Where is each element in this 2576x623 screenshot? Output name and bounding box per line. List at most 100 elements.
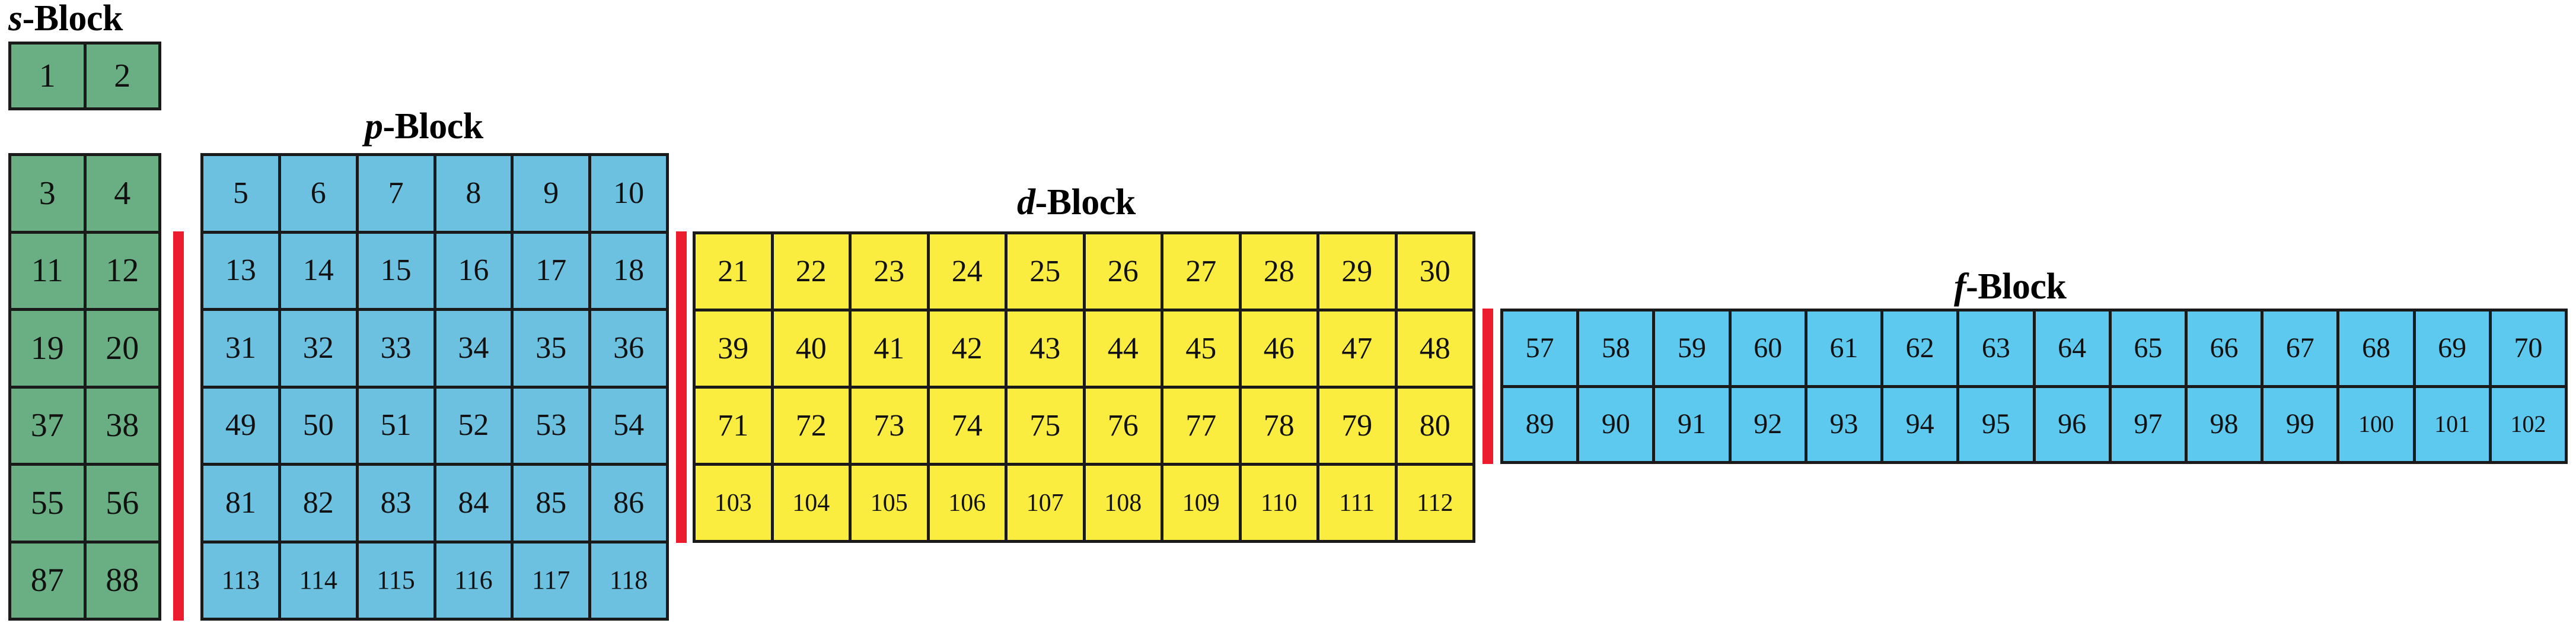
element-cell-101[interactable]: 101: [2415, 387, 2489, 461]
element-cell-56[interactable]: 56: [86, 466, 158, 541]
element-cell-115[interactable]: 115: [358, 543, 433, 618]
element-cell-112[interactable]: 112: [1397, 466, 1472, 540]
element-cell-95[interactable]: 95: [1959, 387, 2033, 461]
element-cell-31[interactable]: 31: [203, 311, 278, 386]
element-cell-43[interactable]: 43: [1008, 312, 1083, 386]
element-cell-10[interactable]: 10: [591, 156, 666, 231]
element-cell-66[interactable]: 66: [2187, 312, 2261, 385]
element-cell-75[interactable]: 75: [1008, 389, 1083, 463]
element-cell-45[interactable]: 45: [1163, 312, 1239, 386]
element-cell-111[interactable]: 111: [1319, 466, 1395, 540]
element-cell-96[interactable]: 96: [2035, 387, 2109, 461]
element-cell-105[interactable]: 105: [852, 466, 927, 540]
element-cell-108[interactable]: 108: [1085, 466, 1161, 540]
element-cell-86[interactable]: 86: [591, 466, 666, 541]
element-cell-14[interactable]: 14: [280, 233, 356, 308]
element-cell-16[interactable]: 16: [436, 233, 511, 308]
element-cell-114[interactable]: 114: [280, 543, 356, 618]
element-cell-102[interactable]: 102: [2491, 387, 2565, 461]
element-cell-76[interactable]: 76: [1085, 389, 1161, 463]
element-cell-78[interactable]: 78: [1241, 389, 1316, 463]
element-cell-28[interactable]: 28: [1241, 234, 1316, 309]
element-cell-21[interactable]: 21: [696, 234, 771, 309]
element-cell-48[interactable]: 48: [1397, 312, 1472, 386]
element-cell-53[interactable]: 53: [514, 388, 589, 463]
element-cell-38[interactable]: 38: [86, 388, 158, 463]
element-cell-8[interactable]: 8: [436, 156, 511, 231]
element-cell-69[interactable]: 69: [2415, 312, 2489, 385]
element-cell-20[interactable]: 20: [86, 311, 158, 386]
element-cell-47[interactable]: 47: [1319, 312, 1395, 386]
element-cell-91[interactable]: 91: [1655, 387, 1729, 461]
element-cell-89[interactable]: 89: [1503, 387, 1577, 461]
element-cell-88[interactable]: 88: [86, 543, 158, 618]
element-cell-19[interactable]: 19: [11, 311, 84, 386]
element-cell-17[interactable]: 17: [514, 233, 589, 308]
element-cell-52[interactable]: 52: [436, 388, 511, 463]
element-cell-33[interactable]: 33: [358, 311, 433, 386]
element-cell-18[interactable]: 18: [591, 233, 666, 308]
element-cell-22[interactable]: 22: [773, 234, 849, 309]
element-cell-84[interactable]: 84: [436, 466, 511, 541]
element-cell-58[interactable]: 58: [1579, 312, 1653, 385]
element-cell-34[interactable]: 34: [436, 311, 511, 386]
element-cell-7[interactable]: 7: [358, 156, 433, 231]
element-cell-57[interactable]: 57: [1503, 312, 1577, 385]
element-cell-117[interactable]: 117: [514, 543, 589, 618]
element-cell-27[interactable]: 27: [1163, 234, 1239, 309]
element-cell-68[interactable]: 68: [2339, 312, 2413, 385]
element-cell-79[interactable]: 79: [1319, 389, 1395, 463]
element-cell-9[interactable]: 9: [514, 156, 589, 231]
element-cell-11[interactable]: 11: [11, 233, 84, 308]
element-cell-67[interactable]: 67: [2263, 312, 2337, 385]
element-cell-55[interactable]: 55: [11, 466, 84, 541]
element-cell-13[interactable]: 13: [203, 233, 278, 308]
element-cell-36[interactable]: 36: [591, 311, 666, 386]
element-cell-32[interactable]: 32: [280, 311, 356, 386]
element-cell-72[interactable]: 72: [773, 389, 849, 463]
element-cell-25[interactable]: 25: [1008, 234, 1083, 309]
element-cell-41[interactable]: 41: [852, 312, 927, 386]
element-cell-50[interactable]: 50: [280, 388, 356, 463]
element-cell-85[interactable]: 85: [514, 466, 589, 541]
element-cell-1[interactable]: 1: [11, 44, 84, 107]
element-cell-109[interactable]: 109: [1163, 466, 1239, 540]
element-cell-5[interactable]: 5: [203, 156, 278, 231]
element-cell-104[interactable]: 104: [773, 466, 849, 540]
element-cell-93[interactable]: 93: [1807, 387, 1881, 461]
element-cell-6[interactable]: 6: [280, 156, 356, 231]
element-cell-51[interactable]: 51: [358, 388, 433, 463]
element-cell-71[interactable]: 71: [696, 389, 771, 463]
element-cell-113[interactable]: 113: [203, 543, 278, 618]
element-cell-70[interactable]: 70: [2491, 312, 2565, 385]
element-cell-62[interactable]: 62: [1883, 312, 1957, 385]
element-cell-92[interactable]: 92: [1731, 387, 1805, 461]
element-cell-103[interactable]: 103: [696, 466, 771, 540]
element-cell-23[interactable]: 23: [852, 234, 927, 309]
element-cell-65[interactable]: 65: [2111, 312, 2185, 385]
element-cell-60[interactable]: 60: [1731, 312, 1805, 385]
element-cell-12[interactable]: 12: [86, 233, 158, 308]
element-cell-37[interactable]: 37: [11, 388, 84, 463]
element-cell-100[interactable]: 100: [2339, 387, 2413, 461]
element-cell-15[interactable]: 15: [358, 233, 433, 308]
element-cell-59[interactable]: 59: [1655, 312, 1729, 385]
element-cell-99[interactable]: 99: [2263, 387, 2337, 461]
element-cell-44[interactable]: 44: [1085, 312, 1161, 386]
element-cell-82[interactable]: 82: [280, 466, 356, 541]
element-cell-61[interactable]: 61: [1807, 312, 1881, 385]
element-cell-2[interactable]: 2: [86, 44, 158, 107]
element-cell-29[interactable]: 29: [1319, 234, 1395, 309]
element-cell-80[interactable]: 80: [1397, 389, 1472, 463]
element-cell-106[interactable]: 106: [929, 466, 1005, 540]
element-cell-3[interactable]: 3: [11, 156, 84, 231]
element-cell-97[interactable]: 97: [2111, 387, 2185, 461]
element-cell-42[interactable]: 42: [929, 312, 1005, 386]
element-cell-40[interactable]: 40: [773, 312, 849, 386]
element-cell-81[interactable]: 81: [203, 466, 278, 541]
element-cell-90[interactable]: 90: [1579, 387, 1653, 461]
element-cell-4[interactable]: 4: [86, 156, 158, 231]
element-cell-64[interactable]: 64: [2035, 312, 2109, 385]
element-cell-49[interactable]: 49: [203, 388, 278, 463]
element-cell-83[interactable]: 83: [358, 466, 433, 541]
